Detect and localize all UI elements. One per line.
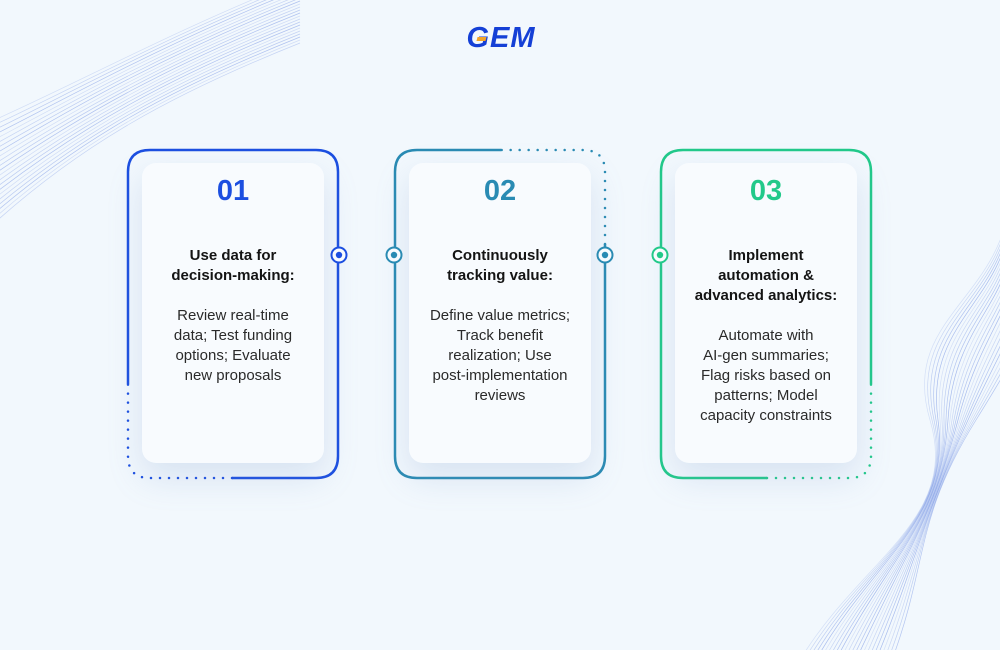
wave-line bbox=[805, 239, 1000, 650]
step-2-title: Continuously tracking value: bbox=[393, 246, 607, 286]
step-card-3-outline bbox=[659, 148, 873, 480]
top-left-wave-pattern bbox=[0, 0, 301, 219]
wave-line bbox=[879, 353, 1000, 650]
wave-line bbox=[0, 0, 274, 133]
logo-letters: GEM bbox=[466, 24, 535, 53]
step-3-title-line: automation & bbox=[718, 267, 814, 284]
wave-line bbox=[895, 379, 1000, 650]
connector-dot-1-right bbox=[330, 246, 348, 264]
step-2-description-line: realization; Use bbox=[448, 347, 552, 364]
step-2-description-line: post-implementation bbox=[432, 367, 568, 384]
wave-line bbox=[0, 9, 301, 166]
step-1-description-line: options; Evaluate bbox=[175, 347, 291, 364]
step-1-description: Review real-time data; Test funding opti… bbox=[126, 306, 340, 386]
wave-line bbox=[0, 12, 301, 171]
wave-line bbox=[821, 257, 1000, 650]
connector-dot-2-left bbox=[385, 246, 403, 264]
step-card-2-panel bbox=[409, 163, 591, 463]
wave-line bbox=[837, 278, 1000, 650]
wave-line bbox=[856, 308, 1000, 650]
wave-line bbox=[829, 267, 1000, 650]
step-1-title: Use data for decision-making: bbox=[126, 246, 340, 286]
step-number-02: 02 bbox=[483, 175, 517, 207]
wave-line bbox=[848, 295, 1000, 650]
wave-line bbox=[860, 315, 1000, 650]
step-2-description: Define value metrics; Track benefit real… bbox=[393, 306, 607, 406]
wave-line bbox=[833, 272, 1000, 650]
wave-line bbox=[0, 15, 301, 176]
step-3-description: Automate with AI-gen summaries; Flag ris… bbox=[659, 326, 873, 426]
step-2-description-line: Define value metrics; bbox=[429, 307, 571, 324]
logo-accent-mark bbox=[476, 37, 488, 41]
wave-line bbox=[852, 301, 1000, 650]
step-1-title-line: Use data for bbox=[189, 247, 277, 264]
wave-line bbox=[0, 39, 301, 214]
wave-line bbox=[0, 6, 301, 162]
wave-line bbox=[871, 337, 1000, 650]
step-number-01: 01 bbox=[216, 175, 250, 207]
step-3-title: Implement automation & advanced analytic… bbox=[659, 246, 873, 306]
step-card-1-outline bbox=[126, 148, 340, 480]
wave-line bbox=[887, 367, 1000, 650]
step-3-description-line: capacity constraints bbox=[700, 407, 832, 424]
step-2-title-line: tracking value: bbox=[447, 267, 553, 284]
step-2-description-line: reviews bbox=[474, 387, 526, 404]
wave-line bbox=[0, 0, 289, 142]
step-card-2-dotted-border bbox=[499, 148, 607, 246]
wave-line bbox=[875, 345, 1000, 650]
wave-line bbox=[868, 330, 1000, 650]
wave-line bbox=[0, 0, 301, 152]
wave-line bbox=[0, 18, 301, 181]
connector-dot-2-right bbox=[596, 246, 614, 264]
step-1-description-line: Review real-time bbox=[177, 307, 289, 324]
step-card-2-outline bbox=[393, 148, 607, 480]
step-card-1-solid-border bbox=[126, 148, 340, 480]
wave-line bbox=[0, 36, 301, 209]
step-3-description-line: Flag risks based on bbox=[700, 367, 832, 384]
wave-line bbox=[0, 0, 296, 147]
wave-line bbox=[0, 42, 301, 219]
step-3-title-line: advanced analytics: bbox=[694, 287, 838, 304]
step-card-1-dotted-border bbox=[126, 382, 234, 480]
step-3-description-line: patterns; Model bbox=[714, 387, 818, 404]
step-1-description-line: data; Test funding bbox=[173, 327, 293, 344]
wave-line bbox=[0, 24, 301, 190]
step-card-3-panel bbox=[675, 163, 857, 463]
step-2-title-line: Continuously bbox=[452, 247, 548, 264]
connector-dot-3-left bbox=[651, 246, 669, 264]
wave-line bbox=[0, 0, 282, 138]
bottom-right-wave-pattern bbox=[805, 239, 1000, 650]
wave-line bbox=[0, 27, 301, 195]
wave-line bbox=[0, 0, 267, 128]
step-3-title-line: Implement bbox=[728, 247, 804, 264]
step-card-1-panel bbox=[142, 163, 324, 463]
wave-line bbox=[825, 262, 1000, 650]
wave-line bbox=[0, 0, 253, 118]
step-card-3-dotted-border bbox=[765, 382, 873, 480]
step-number-03: 03 bbox=[749, 175, 783, 207]
wave-line bbox=[844, 289, 1000, 650]
wave-line bbox=[0, 30, 301, 200]
wave-line bbox=[891, 373, 1000, 650]
step-2-description-line: Track benefit bbox=[456, 327, 544, 344]
step-card-3-solid-border bbox=[659, 148, 873, 480]
wave-line bbox=[0, 0, 260, 123]
step-1-description-line: new proposals bbox=[184, 367, 282, 384]
step-1-title-line: decision-making: bbox=[171, 267, 295, 284]
wave-line bbox=[883, 360, 1000, 650]
step-3-description-line: Automate with bbox=[718, 327, 814, 344]
step-card-2-solid-border bbox=[393, 148, 607, 480]
wave-line bbox=[864, 322, 1000, 650]
wave-line bbox=[0, 21, 301, 185]
wave-line bbox=[809, 243, 1000, 650]
wave-line bbox=[813, 248, 1000, 650]
wave-line bbox=[817, 252, 1000, 650]
wave-line bbox=[0, 33, 301, 205]
step-3-description-line: AI-gen summaries; bbox=[703, 347, 829, 364]
wave-line bbox=[0, 3, 301, 157]
gem-logo: GEM bbox=[452, 24, 550, 53]
